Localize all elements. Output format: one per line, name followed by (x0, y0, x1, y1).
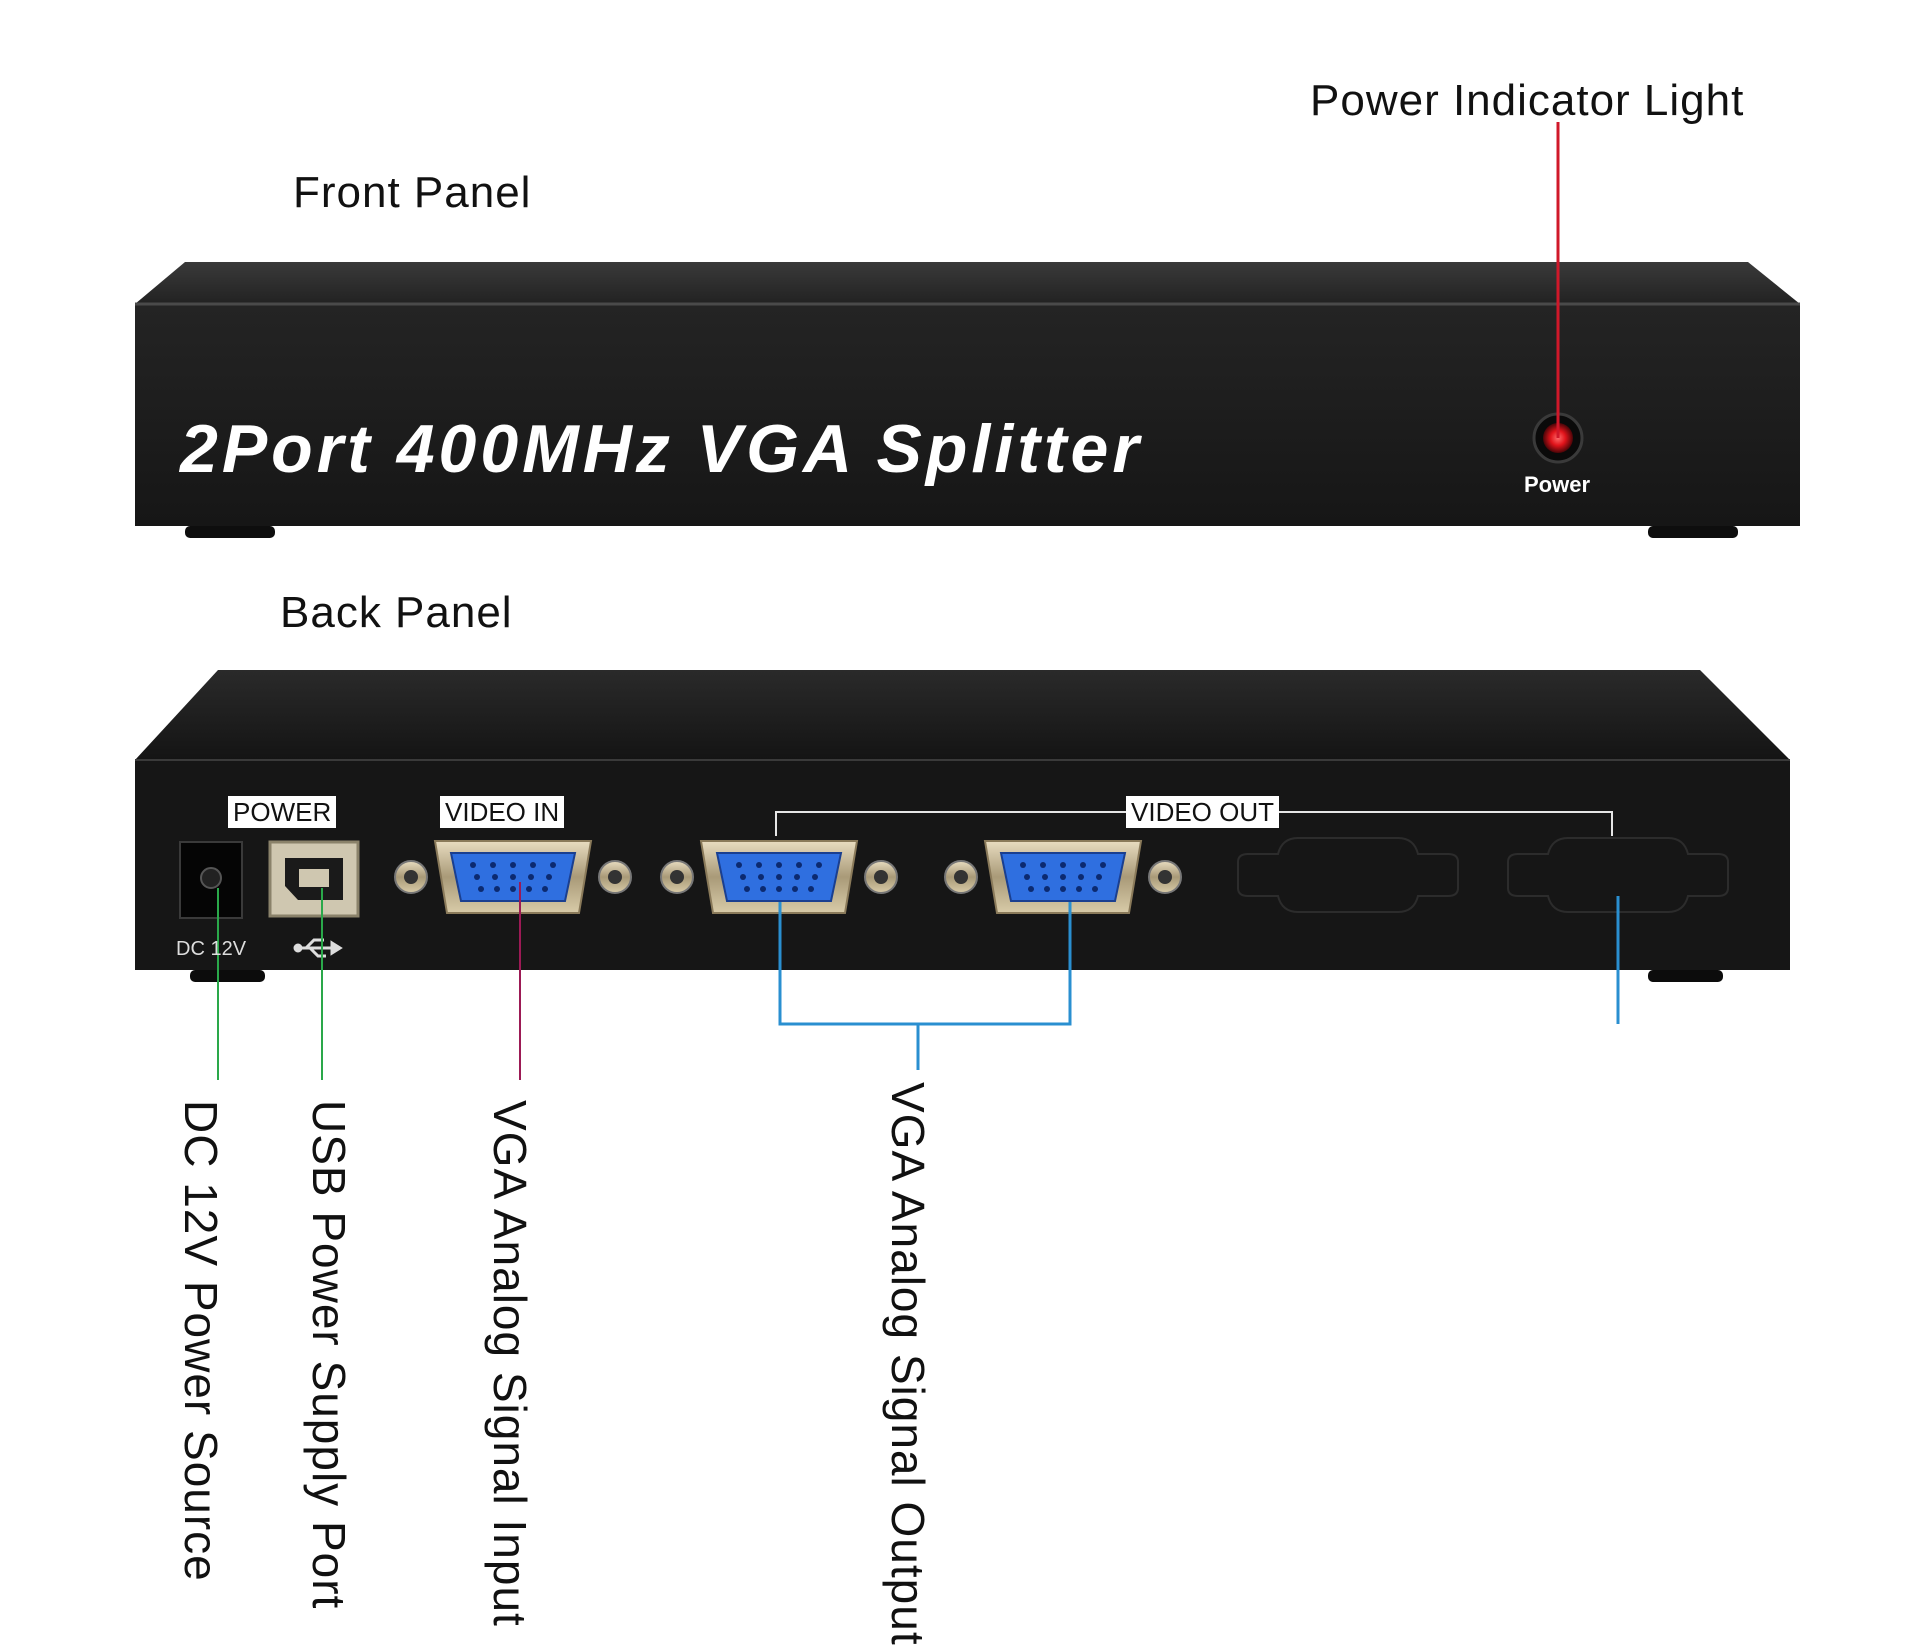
back-panel-heading: Back Panel (280, 588, 513, 637)
dc-jack (179, 841, 243, 919)
vga-output-callout-line (778, 896, 1620, 1070)
back-panel-device (135, 670, 1790, 982)
video-in-label: VIDEO IN (440, 796, 565, 828)
usb-icon (293, 938, 343, 958)
vga-signal-output-label: VGA Analog Signal Output (882, 1082, 934, 1646)
front-panel-heading: Front Panel (293, 168, 532, 217)
front-panel-device (135, 262, 1800, 538)
usb-power-supply-label: USB Power Supply Port (303, 1100, 355, 1610)
usb-b-port (268, 840, 360, 918)
video-out-label: VIDEO OUT (1126, 796, 1280, 828)
product-name: 2Port 400MHz VGA Splitter (180, 411, 1143, 487)
vga-signal-input-label: VGA Analog Signal Input (484, 1100, 536, 1627)
power-indicator-heading: Power Indicator Light (1310, 76, 1745, 125)
dc-12v-label: DC 12V (176, 938, 247, 960)
dc-power-source-label: DC 12V Power Source (175, 1100, 227, 1582)
led-power-label: Power (1524, 472, 1591, 497)
power-port-label: POWER (228, 796, 337, 828)
